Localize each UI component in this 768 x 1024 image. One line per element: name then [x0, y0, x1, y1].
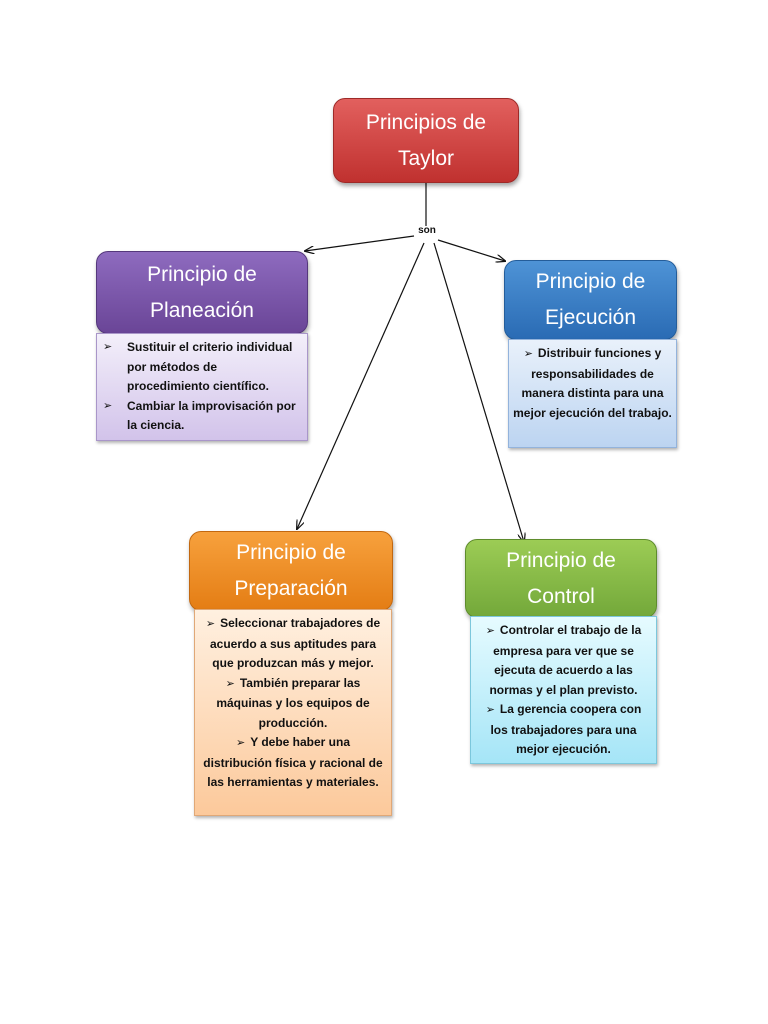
list-item: ➢Seleccionar trabajadores de acuerdo a s… [201, 614, 385, 674]
node-principio-control: Principio de Control [465, 539, 657, 618]
planeacion-bullet-list: ➢ Sustituir el criterio individual por mé… [101, 338, 301, 436]
ejecucion-bullet-list: ➢Distribuir funciones y responsabilidade… [513, 344, 672, 423]
list-item: ➢La gerencia coopera con los trabajadore… [477, 700, 650, 760]
preparacion-title-line1: Principio de [236, 541, 346, 564]
preparacion-detail-box: ➢Seleccionar trabajadores de acuerdo a s… [194, 609, 392, 816]
list-item: ➢También preparar las máquinas y los equ… [201, 674, 385, 734]
arrow-bullet-icon: ➢ [103, 341, 113, 353]
control-title-line1: Principio de [506, 548, 616, 572]
control-item-text: Controlar el trabajo de la empresa para … [489, 623, 642, 697]
node-principio-planeacion: Principio de Planeación [96, 251, 308, 334]
control-item-text: La gerencia coopera con los trabajadores… [490, 702, 642, 756]
planeacion-item-text: Cambiar la improvisación por la ciencia. [127, 398, 296, 433]
planeacion-item-text: Sustituir el criterio individual por mét… [127, 340, 293, 393]
root-title-line2: Taylor [397, 146, 455, 170]
planeacion-title-line2: Planeación [150, 298, 254, 322]
arrow-bullet-icon: ➢ [523, 348, 533, 360]
node-principio-ejecucion: Principio de Ejecución [504, 260, 677, 340]
arrow-bullet-icon: ➢ [485, 704, 495, 716]
root-node-principios-de-taylor: Principios de Taylor [333, 98, 519, 183]
control-detail-box: ➢Controlar el trabajo de la empresa para… [470, 616, 657, 764]
ejecucion-title-line1: Principio de [535, 270, 646, 293]
preparacion-item-text: También preparar las máquinas y los equi… [216, 675, 370, 730]
list-item: ➢Distribuir funciones y responsabilidade… [513, 344, 672, 423]
ejecucion-item-text: Distribuir funciones y responsabilidades… [513, 346, 672, 420]
connector-to-ejecucion [437, 239, 505, 261]
connector-to-planeacion [305, 235, 415, 251]
preparacion-item-text: Seleccionar trabajadores de acuerdo a su… [209, 616, 381, 670]
node-principio-preparacion: Principio de Preparación [189, 531, 393, 611]
list-item: ➢Y debe haber una distribución física y … [201, 733, 385, 793]
arrow-bullet-icon: ➢ [103, 399, 113, 412]
preparacion-item-text: Y debe haber una distribución física y r… [203, 735, 383, 789]
preparacion-title-line2: Preparación [234, 577, 348, 600]
arrow-bullet-icon: ➢ [235, 737, 246, 749]
arrow-bullet-icon: ➢ [225, 677, 235, 690]
connector-label-son: son [418, 225, 436, 236]
planeacion-title-line1: Principio de [147, 262, 257, 286]
root-title-line1: Principios de [365, 110, 487, 134]
list-item: ➢Controlar el trabajo de la empresa para… [477, 621, 650, 700]
connector-to-control [433, 242, 524, 542]
ejecucion-detail-box: ➢Distribuir funciones y responsabilidade… [508, 339, 677, 448]
ejecucion-title-line2: Ejecución [544, 306, 637, 329]
control-title-line2: Control [527, 584, 595, 608]
preparacion-bullet-list: ➢Seleccionar trabajadores de acuerdo a s… [201, 614, 385, 793]
list-item: ➢ Cambiar la improvisación por la ciencia… [101, 397, 301, 436]
control-bullet-list: ➢Controlar el trabajo de la empresa para… [477, 621, 650, 760]
planeacion-detail-box: ➢ Sustituir el criterio individual por mé… [96, 333, 308, 441]
arrow-bullet-icon: ➢ [485, 625, 495, 637]
list-item: ➢ Sustituir el criterio individual por mé… [101, 338, 301, 397]
connector-to-preparacion [297, 242, 425, 529]
arrow-bullet-icon: ➢ [205, 618, 216, 630]
